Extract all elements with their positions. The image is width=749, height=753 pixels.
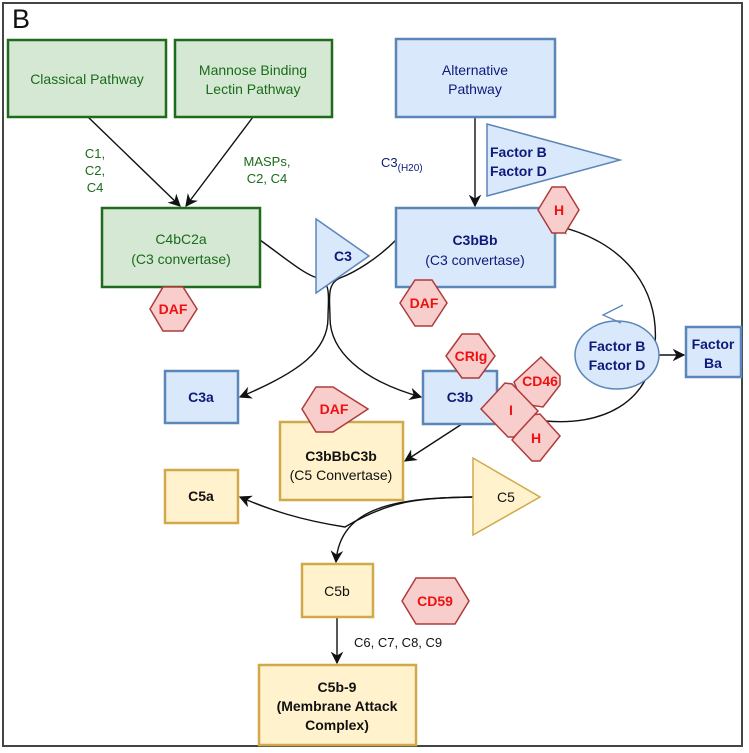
edge-label-classical: C1, C2, C4 — [85, 146, 105, 195]
node-label: C3bBb — [452, 232, 497, 248]
node-c3bbbc3b-c5-convertase[interactable]: C3bBbC3b (C5 Convertase) — [278, 420, 405, 502]
regulator-h-c3bbb[interactable]: H — [537, 186, 580, 234]
node-label: C4bC2a — [155, 231, 207, 247]
edge-c3bbb-to-c3 — [328, 239, 397, 319]
regulator-daf-c5-convertase[interactable]: DAF — [301, 386, 370, 433]
node-alternative-pathway[interactable]: Alternative Pathway — [394, 37, 557, 119]
node-label: C3b — [447, 389, 473, 405]
edges — [87, 116, 686, 665]
svg-text:C1,: C1, — [85, 146, 105, 161]
edge-classical-to-c4bc2a — [87, 116, 181, 207]
regulator-daf-c3bbb[interactable]: DAF — [399, 279, 448, 327]
regulator-crig[interactable]: CRIg — [445, 333, 496, 379]
node-mannose-binding-lectin-pathway[interactable]: Mannose Binding Lectin Pathway — [173, 38, 334, 119]
node-membrane-attack-complex[interactable]: C5b-9 (Membrane Attack Complex) — [257, 663, 418, 747]
svg-text:C4: C4 — [87, 180, 104, 195]
node-label: Factor D — [490, 163, 547, 179]
node-c5a[interactable]: C5a — [163, 468, 240, 525]
node-label: Mannose Binding — [199, 62, 307, 78]
node-label: Alternative — [442, 62, 508, 78]
svg-text:CD59: CD59 — [417, 593, 453, 609]
node-label: (Membrane Attack — [277, 698, 398, 714]
node-label: Pathway — [448, 81, 502, 97]
svg-text:MASPs,: MASPs, — [244, 154, 291, 169]
node-c3-triangle[interactable]: C3 — [315, 217, 371, 295]
svg-text:DAF: DAF — [320, 401, 349, 417]
node-factor-b-d-triangle[interactable]: Factor B Factor D — [486, 123, 623, 197]
svg-text:C6, C7, C8, C9: C6, C7, C8, C9 — [354, 635, 442, 650]
node-label: C3a — [188, 389, 214, 405]
edge-label-c6-c9: C6, C7, C8, C9 — [354, 635, 442, 650]
panel-label: B — [12, 4, 31, 34]
node-c3a[interactable]: C3a — [163, 369, 240, 425]
svg-text:I: I — [509, 402, 513, 418]
node-label: Classical Pathway — [30, 71, 144, 87]
edge-label-c3-h2o: C3(H20) — [381, 155, 423, 174]
svg-text:C2, C4: C2, C4 — [247, 171, 287, 186]
edge-c3b-to-c5-convertase — [403, 423, 463, 462]
node-label: Factor B — [490, 144, 547, 160]
svg-text:C3(H20): C3(H20) — [381, 155, 423, 174]
node-label: Factor B — [589, 338, 646, 354]
node-label: C5a — [188, 488, 214, 504]
svg-text:CD46: CD46 — [522, 373, 558, 389]
node-factor-b-d-ellipse[interactable]: Factor B Factor D — [574, 304, 660, 390]
node-label: C5 — [497, 489, 515, 505]
node-label: Complex) — [305, 717, 369, 733]
cycle-arrow-icon — [601, 304, 624, 324]
node-c4bc2a[interactable]: C4bC2a (C3 convertase) — [100, 206, 262, 289]
svg-text:DAF: DAF — [410, 295, 439, 311]
regulator-daf-c4bc2a[interactable]: DAF — [149, 286, 198, 332]
node-label: Factor D — [589, 357, 646, 373]
node-label: C5b-9 — [318, 679, 357, 695]
svg-text:H: H — [531, 430, 541, 446]
regulator-cd59[interactable]: CD59 — [401, 577, 470, 625]
node-classical-pathway[interactable]: Classical Pathway — [6, 38, 168, 119]
node-c3bbb[interactable]: C3bBb (C3 convertase) — [394, 206, 557, 289]
edge-label-mbl: MASPs, C2, C4 — [244, 154, 291, 186]
edge-c5-to-c5b — [330, 496, 474, 564]
node-label: C3 — [334, 248, 352, 264]
node-factor-ba[interactable]: Factor Ba — [684, 325, 743, 379]
node-label: C5b — [324, 583, 350, 599]
svg-text:CRIg: CRIg — [455, 348, 488, 364]
svg-text:C2,: C2, — [85, 163, 105, 178]
edge-to-c3a — [238, 317, 329, 399]
node-c5-triangle[interactable]: C5 — [472, 456, 542, 537]
edge-mbl-to-c4bc2a — [185, 116, 254, 208]
node-label: (C3 convertase) — [131, 251, 231, 267]
node-label: Factor — [692, 336, 735, 352]
node-c3b[interactable]: C3b — [421, 369, 499, 426]
svg-text:H: H — [554, 202, 564, 218]
svg-text:DAF: DAF — [159, 301, 188, 317]
edge-to-c3b — [329, 317, 423, 401]
node-label: (C3 convertase) — [425, 252, 525, 268]
edge-c5-to-c5a — [238, 495, 474, 528]
regulator-i[interactable]: I — [479, 382, 540, 438]
node-label: Lectin Pathway — [206, 81, 301, 97]
node-c5b[interactable]: C5b — [300, 562, 375, 619]
node-label: Ba — [704, 355, 722, 371]
node-label: (C5 Convertase) — [290, 467, 393, 483]
node-label: C3bBbC3b — [305, 448, 377, 464]
